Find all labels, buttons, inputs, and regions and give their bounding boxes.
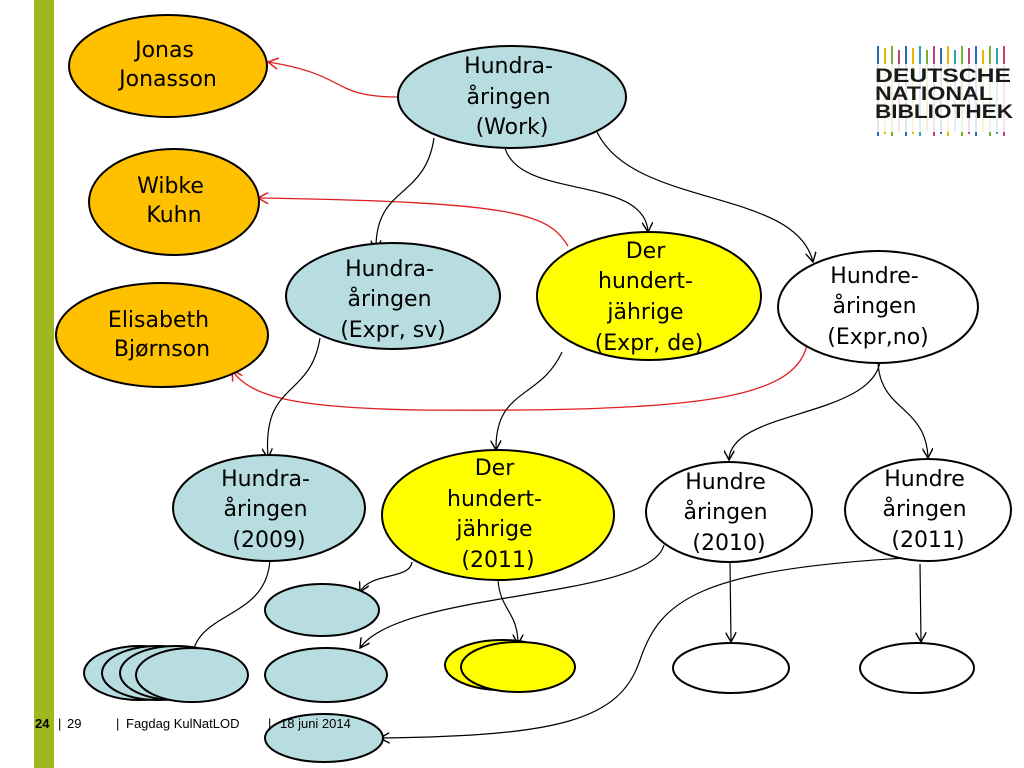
item-de-stack bbox=[444, 639, 576, 693]
svg-text:Hundra- åringen (W: Hundra- åringen (Work) bbox=[464, 54, 560, 140]
svg-text:Der hundert- jähri: Der hundert- jährige (Expr, de) bbox=[595, 239, 704, 356]
item-no-2011 bbox=[859, 642, 975, 694]
edge-work-to-sv bbox=[376, 137, 435, 250]
sidebar-bar bbox=[34, 0, 54, 768]
edge-no2011-to-footer-item bbox=[380, 557, 906, 738]
edge-work-to-no bbox=[592, 121, 813, 262]
node-manifestation-no-2011: Hundre åringen (2011) bbox=[844, 458, 1012, 562]
node-label-line: Hundra- bbox=[345, 257, 434, 282]
edge-no2010-to-item1 bbox=[360, 544, 665, 648]
node-wibke-kuhn: Wibke Kuhn bbox=[88, 148, 260, 256]
footer-separator: | bbox=[58, 716, 61, 731]
node-label-line: Der bbox=[475, 456, 515, 481]
node-label-line: åringen bbox=[832, 293, 916, 319]
node-label-line: Hundra- bbox=[221, 467, 310, 492]
node-label-line: (Expr,no) bbox=[827, 325, 929, 350]
node-label-line: (Expr, sv) bbox=[340, 318, 446, 343]
node-label-line: Hundre- bbox=[830, 264, 918, 289]
node-label-line: åringen bbox=[683, 499, 767, 525]
edge-work-to-de bbox=[504, 147, 648, 232]
node-label-line: Jonasson bbox=[117, 67, 217, 92]
node-label-line: Kuhn bbox=[146, 203, 201, 228]
edge-no-to-elisabeth bbox=[232, 339, 809, 411]
node-label-line: Elisabeth bbox=[108, 308, 209, 333]
svg-text:Hundre åringen (20: Hundre åringen (2011) bbox=[882, 467, 973, 553]
footer-separator: | bbox=[268, 716, 271, 731]
logo-line-national: NATIONAL bbox=[875, 84, 993, 105]
edge-de-to-wibke bbox=[258, 198, 569, 247]
node-label-line: Bjørnson bbox=[114, 337, 210, 362]
node-expression-no: Hundre- åringen (Expr,no) bbox=[777, 250, 979, 364]
svg-text:Jonas Jonasson: Jonas Jonasson bbox=[117, 38, 217, 92]
node-work: Hundra- åringen (Work) bbox=[397, 45, 627, 149]
node-label-line: (Work) bbox=[476, 115, 549, 140]
svg-text:24 | 29 |: 24 | 29 | Fagdag KulNatLOD | 18 juni 201… bbox=[35, 716, 351, 731]
node-label-line: jährige bbox=[606, 300, 683, 325]
node-label-line: Hundra- bbox=[464, 54, 553, 79]
item-sv-stack bbox=[83, 645, 249, 703]
edge-no2011-to-item1 bbox=[920, 563, 921, 642]
dnb-logo: DEUTSCHE NATIONAL BIBLIOTHEK bbox=[874, 46, 1014, 136]
node-elisabeth-bjornson: Elisabeth Bjørnson bbox=[55, 282, 269, 388]
footer-event: Fagdag KulNatLOD bbox=[126, 716, 239, 731]
edge-no2010-to-item2 bbox=[730, 561, 731, 642]
node-label-line: Der bbox=[626, 239, 666, 264]
edge-2009-to-items bbox=[192, 557, 271, 658]
node-label-line: Wibke bbox=[137, 174, 204, 199]
item-de-single bbox=[264, 583, 380, 637]
node-label-line: hundert- bbox=[598, 269, 693, 294]
node-expression-sv: Hundra- åringen (Expr, sv) bbox=[285, 242, 501, 350]
svg-text:Hundra- åringen (2: Hundra- åringen (2009) bbox=[221, 467, 317, 553]
node-label-line: åringen bbox=[466, 84, 550, 110]
node-manifestation-no-2010: Hundre åringen (2010) bbox=[645, 461, 813, 563]
svg-text:Der hundert- jähri: Der hundert- jährige (2011) bbox=[447, 456, 549, 573]
node-manifestation-de-2011: Der hundert- jährige (2011) bbox=[381, 449, 615, 581]
node-label-line: (2009) bbox=[232, 528, 305, 553]
item-sv-single bbox=[264, 647, 388, 703]
logo-line-deutsche: DEUTSCHE bbox=[875, 66, 1011, 87]
node-label-line: Hundre bbox=[685, 470, 766, 495]
node-label-line: hundert- bbox=[447, 487, 542, 512]
edge-no-to-2011 bbox=[877, 361, 928, 458]
edge-sv-to-2009 bbox=[267, 337, 321, 458]
edge-no-to-2010 bbox=[729, 361, 881, 460]
node-label-line: Jonas bbox=[133, 38, 194, 63]
edge-work-to-jonas bbox=[268, 62, 399, 98]
node-label-line: (2011) bbox=[461, 548, 534, 573]
footer-separator: | bbox=[116, 716, 119, 731]
node-label-line: jährige bbox=[455, 517, 532, 542]
logo-line-bibliothek: BIBLIOTHEK bbox=[875, 102, 1013, 123]
item-no-2010 bbox=[672, 642, 790, 694]
node-label-line: åringen bbox=[347, 286, 431, 312]
node-jonas-jonasson: Jonas Jonasson bbox=[68, 14, 268, 118]
node-label-line: Hundre bbox=[884, 467, 965, 492]
node-label-line: åringen bbox=[882, 496, 966, 522]
node-label-line: åringen bbox=[223, 496, 307, 522]
footer-page-current: 24 bbox=[35, 716, 50, 731]
edge-de-to-2011 bbox=[496, 351, 563, 450]
footer: 24 | 29 | Fagdag KulNatLOD | 18 juni 201… bbox=[35, 716, 351, 731]
svg-text:Wibke Kuhn: Wibke Kuhn bbox=[137, 174, 211, 228]
svg-text:Hundre åringen (20: Hundre åringen (2010) bbox=[683, 470, 774, 556]
item-footer bbox=[264, 713, 384, 763]
node-manifestation-sv-2009: Hundra- åringen (2009) bbox=[172, 454, 366, 562]
node-expression-de: Der hundert- jährige (Expr, de) bbox=[536, 231, 762, 361]
svg-text:Elisabeth Bjørnson: Elisabeth Bjørnson bbox=[108, 308, 216, 362]
footer-date: 18 juni 2014 bbox=[280, 716, 351, 731]
svg-text:Hundra- åringen (E: Hundra- åringen (Expr, sv) bbox=[340, 257, 446, 343]
node-label-line: (Expr, de) bbox=[595, 331, 704, 356]
edge-de2011-to-yellow-items bbox=[497, 579, 518, 644]
svg-text:Hundre- åringen (E: Hundre- åringen (Expr,no) bbox=[827, 264, 929, 350]
node-label-line: (2010) bbox=[692, 531, 765, 556]
edge-de2011-to-item bbox=[360, 561, 413, 592]
footer-page-total: 29 bbox=[67, 716, 81, 731]
node-label-line: (2011) bbox=[891, 528, 964, 553]
